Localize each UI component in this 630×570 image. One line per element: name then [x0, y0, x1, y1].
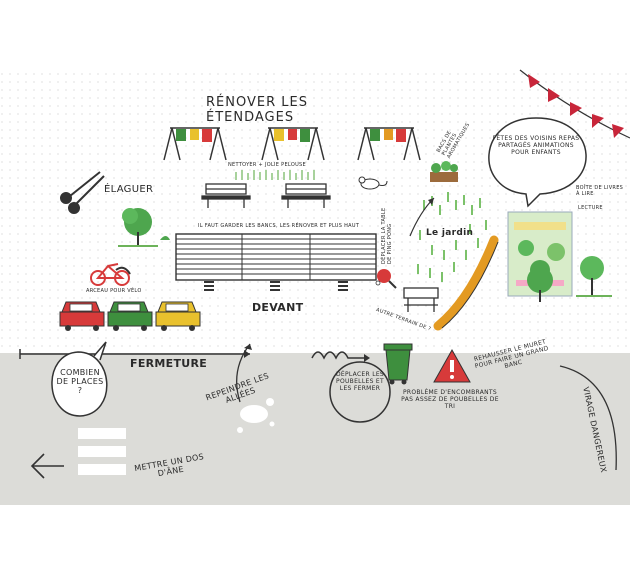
table-icon — [403, 287, 439, 312]
laundry-rack-icon — [261, 127, 325, 161]
tree-icon — [118, 208, 158, 247]
herb-box-icon — [430, 161, 458, 182]
speech-bubble — [488, 117, 587, 208]
car-icon — [59, 301, 105, 331]
label-fetes-voisins: Fêtes des voisins repas partagés animati… — [492, 135, 580, 156]
label-le-jardin: Le jardin — [426, 228, 474, 238]
label-lecture: Lecture — [578, 205, 603, 211]
label-arceau-velo: Arceau pour vélo — [86, 288, 142, 294]
label-boite-livres: Boîte de livres à lire — [576, 185, 624, 197]
label-deplacer-poubelles: Déplacer les poubelles et les fermer — [335, 371, 385, 392]
car-icon — [155, 301, 201, 331]
dangerous-curve — [559, 365, 617, 471]
label-combien-places: Combien de places ? — [56, 368, 104, 396]
dotted-background — [0, 68, 630, 353]
paint-splash — [237, 398, 275, 433]
curved-wall — [433, 235, 499, 331]
bench-icon — [201, 183, 251, 208]
trash-bin-icon — [383, 343, 413, 385]
shears-icon — [60, 171, 105, 214]
label-nettoyer-pelouse: Nettoyer + jolie pelouse — [228, 162, 306, 168]
label-elaguer: Élaguer — [104, 184, 154, 195]
bicycle-icon — [90, 263, 131, 286]
label-table-ping-pong: Déplacer la table de ping pong — [381, 207, 393, 264]
garden-area — [417, 192, 487, 282]
bunting-icon — [519, 69, 630, 139]
lawn-grass — [235, 170, 315, 180]
label-devant: DEVANT — [252, 301, 304, 314]
speech-bubble — [51, 341, 108, 417]
laundry-rack-icon — [163, 127, 227, 161]
circle-outline — [329, 361, 391, 423]
arrow-left-icon — [30, 453, 64, 479]
car-icon — [107, 301, 153, 331]
ping-pong-icon — [375, 269, 397, 289]
bench-icon — [281, 183, 331, 208]
tree-icon — [527, 267, 553, 302]
speed-bump-icon — [78, 428, 126, 475]
title-renover-etendages: Rénover les étendages — [206, 95, 308, 125]
bench-block — [175, 233, 377, 291]
tree-icon — [576, 256, 612, 297]
mouse-icon — [358, 176, 388, 190]
label-fermeture: FERMETURE — [130, 357, 208, 370]
laundry-rack-icon — [357, 127, 421, 161]
label-bancs-note: Il faut garder les bancs, les rénover et… — [198, 223, 360, 229]
label-probleme-encombrants: Problème d'encombrants pas assez de poub… — [401, 389, 499, 410]
warning-icon — [433, 348, 471, 383]
